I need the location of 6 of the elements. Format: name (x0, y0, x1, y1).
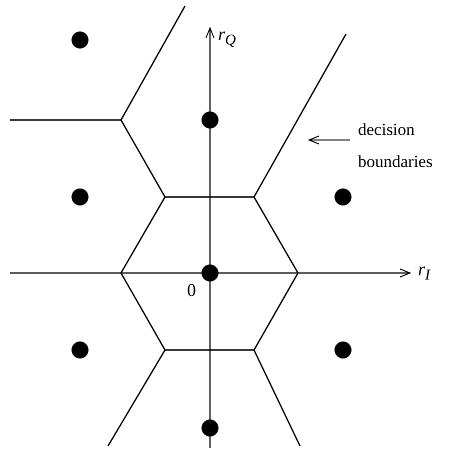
leader-arrow (308, 136, 350, 144)
annotation-text: decision boundaries (358, 114, 458, 178)
axis-label: r$_{I}$ (418, 259, 430, 285)
axis-label: r$_{Q}$ (218, 24, 236, 50)
decision-boundary-lines (9, 5, 347, 447)
origin-label: 0 (187, 280, 196, 301)
